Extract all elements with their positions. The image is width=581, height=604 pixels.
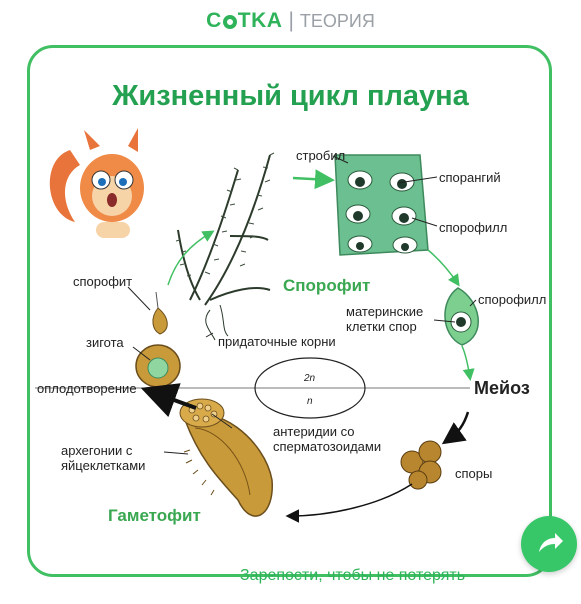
plant-leaves: [175, 152, 275, 277]
gametophyte-prothallus: [179, 398, 273, 517]
label-spory: споры: [455, 466, 493, 481]
label-sporofill-mid: спорофилл: [478, 292, 547, 307]
label-arhegonii-2: яйцеклетками: [61, 458, 146, 473]
spore-tetrad: [400, 440, 442, 490]
pointer-lines: [127, 155, 477, 455]
label-materinskie-1: материнские: [346, 304, 424, 319]
label-materinskie-2: клетки спор: [346, 319, 417, 334]
page-title: Жизненный цикл плауна: [112, 80, 469, 112]
sporophyte-plant: [177, 154, 271, 341]
label-ploidy-n: n: [307, 396, 313, 407]
squirrel-mascot-icon: [49, 128, 144, 238]
logo-ring-icon: [222, 15, 237, 29]
share-button[interactable]: [521, 516, 577, 572]
strobilus-section: [334, 154, 429, 256]
share-arrow-icon: [539, 533, 563, 552]
label-zigota: зигота: [86, 335, 124, 350]
label-meioz: Мейоз: [474, 378, 530, 398]
label-sporofit-big: Спорофит: [283, 276, 371, 295]
label-anteridii-2: сперматозоидами: [273, 439, 382, 454]
ploidy-oval: [254, 357, 366, 419]
zygote-gametophyte: [135, 344, 181, 388]
label-strobil: стробил: [296, 148, 346, 163]
footer-repost-text: Зарепости, чтобы не потерять: [240, 567, 466, 584]
label-pridatochnye: придаточные корни: [218, 334, 336, 349]
young-sporophyte: [152, 291, 168, 335]
cycle-arrows: [140, 169, 475, 523]
brand-separator: |: [288, 9, 294, 32]
label-sporangiy: спорангий: [439, 170, 501, 185]
label-anteridii-1: антеридии со: [273, 424, 355, 439]
sporophyll-detail: [444, 287, 479, 346]
label-ploidy-2n: 2n: [304, 373, 316, 384]
label-gametofit: Гаметофит: [108, 506, 201, 525]
label-sporofill-top: спорофилл: [439, 220, 508, 235]
label-oplodotvorenie: оплодотворение: [37, 381, 137, 396]
brand-section: ТЕОРИЯ: [299, 11, 375, 31]
label-arhegonii-1: архегонии с: [61, 443, 133, 458]
label-sporofit-small: спорофит: [73, 274, 133, 289]
